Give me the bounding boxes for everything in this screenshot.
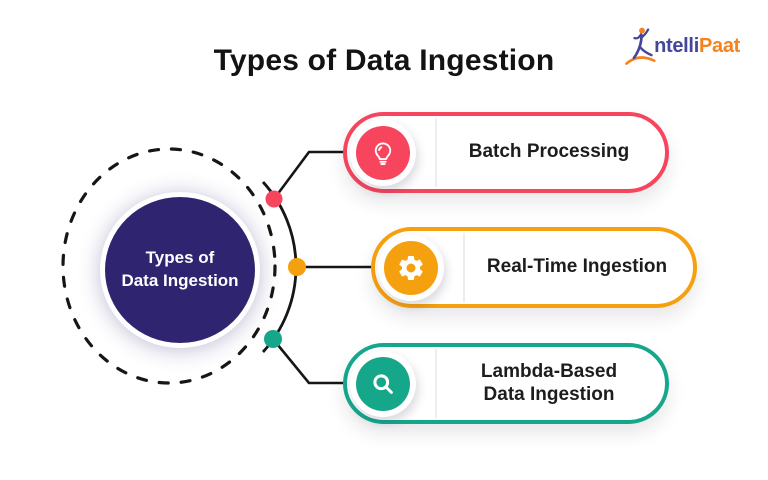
center-node: Types of Data Ingestion [100,192,260,348]
logo-text-primary: ntelli [654,35,699,57]
search-icon [350,350,416,417]
card-divider [463,233,465,302]
logo-wordmark: ntelliPaat [654,35,740,58]
gear-icon [378,234,444,301]
card-lambda-based-data-ingestion: Lambda-Based Data Ingestion [343,343,669,424]
node-dot-batch-processing [265,190,283,208]
card-divider [435,118,437,187]
intellipaat-logo: ntelliPaat [625,26,740,70]
connector-lambda-based [271,338,347,385]
logo-text-accent: Paat [698,35,740,57]
center-node-line1: Types of [145,248,215,268]
center-node-line2: Data Ingestion [121,271,239,290]
card-real-time-ingestion: Real-Time Ingestion [371,227,697,308]
card-label-lambda-based: Lambda-Based Data Ingestion [480,361,618,405]
person-jump-icon [625,27,656,65]
card-batch-processing: Batch Processing [343,112,669,193]
connector-batch-processing [272,150,347,200]
node-dot-lambda-based [264,330,282,348]
card-label-batch-processing: Batch Processing [468,141,630,163]
dashed-orbit-circle [61,147,277,385]
card-divider [435,349,437,418]
lightbulb-icon [350,119,416,186]
card-label-real-time-ingestion: Real-Time Ingestion [486,256,668,278]
node-dot-real-time-ingestion [288,258,306,276]
page-title: Types of Data Ingestion [213,44,555,77]
